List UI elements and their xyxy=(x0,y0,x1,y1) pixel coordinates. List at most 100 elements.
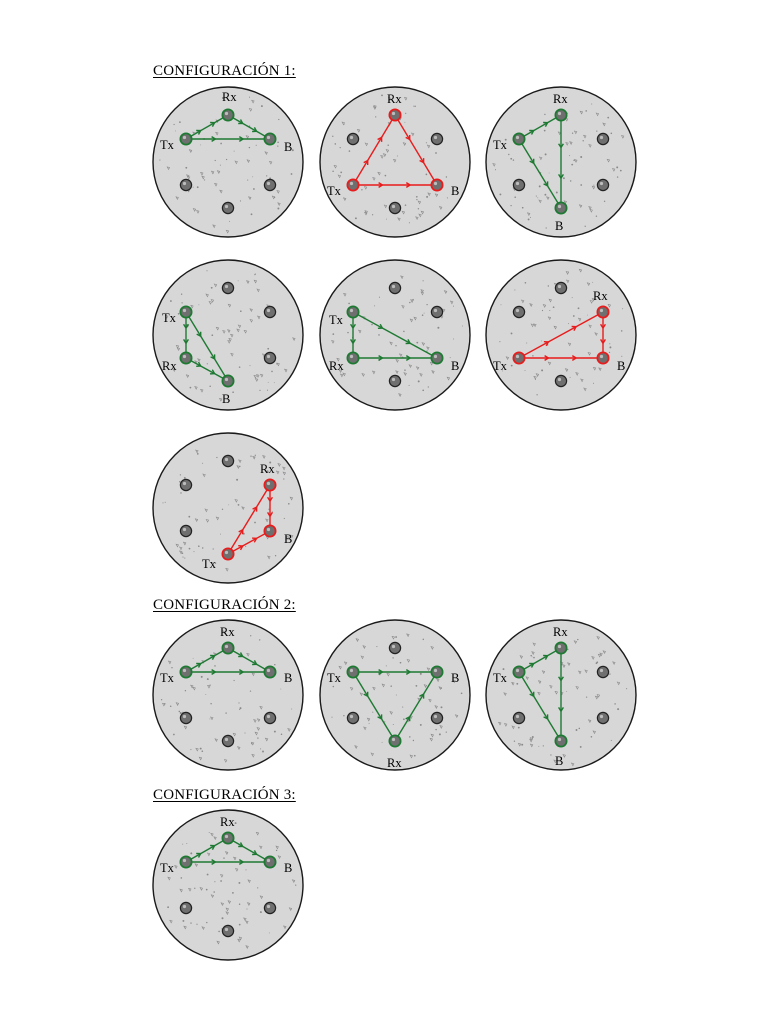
rebar-icon xyxy=(388,281,402,295)
arrow-icon xyxy=(238,859,245,865)
rebar-icon xyxy=(221,734,235,748)
rebar-highlight xyxy=(224,457,229,462)
rebar-icon xyxy=(221,641,235,655)
rebar-highlight xyxy=(182,904,187,909)
arrow-icon xyxy=(377,136,383,142)
signal-paths xyxy=(352,669,438,742)
rebar-icon xyxy=(388,374,402,388)
arrow-icon xyxy=(210,121,216,127)
signal-path xyxy=(518,311,604,359)
signal-path xyxy=(518,114,562,140)
rebar-highlight xyxy=(433,354,438,359)
label-b: B xyxy=(555,219,563,233)
rebar-highlight xyxy=(182,668,187,673)
signal-path xyxy=(352,671,396,742)
rebar-icon xyxy=(263,711,277,725)
rebar-icon xyxy=(179,132,193,146)
rebar-highlight xyxy=(515,135,520,140)
signal-path xyxy=(394,671,438,742)
signal-paths xyxy=(185,837,271,865)
rebar-highlight xyxy=(515,308,520,313)
arrow-icon xyxy=(405,135,411,141)
rebar-highlight xyxy=(433,668,438,673)
rebar-highlight xyxy=(599,354,604,359)
label-rx: Rx xyxy=(387,92,402,106)
label-b: B xyxy=(284,140,292,154)
rebar-icon xyxy=(554,374,568,388)
arrow-icon xyxy=(558,707,564,713)
arrow-icon xyxy=(543,654,549,660)
label-rx: Rx xyxy=(220,625,235,639)
arrow-icon xyxy=(196,129,202,135)
arrow-icon xyxy=(558,676,564,682)
arrow-icon xyxy=(196,852,202,858)
arrow-icon xyxy=(405,669,412,675)
rebar-highlight xyxy=(599,135,604,140)
rebar-highlight xyxy=(349,135,354,140)
signal-paths xyxy=(350,311,438,361)
concrete-texture xyxy=(499,268,624,396)
signal-paths xyxy=(352,114,438,188)
label-tx: Tx xyxy=(160,671,175,685)
rebar-icon xyxy=(263,351,277,365)
rebar-icon xyxy=(512,351,526,365)
label-rx: Rx xyxy=(162,359,177,373)
rebar-icon xyxy=(179,665,193,679)
signal-paths xyxy=(227,484,273,555)
rebar-highlight xyxy=(391,644,396,649)
rebar-highlight xyxy=(182,858,187,863)
arrow-icon xyxy=(238,669,245,675)
arrow-icon xyxy=(405,715,411,722)
rebar-icon xyxy=(263,524,277,538)
rebar-icon xyxy=(221,924,235,938)
concrete-texture xyxy=(167,822,297,949)
rebar-highlight xyxy=(391,204,396,209)
rebar-highlight xyxy=(266,714,271,719)
rebar-icon xyxy=(179,178,193,192)
rebar-highlight xyxy=(515,354,520,359)
arrow-icon xyxy=(238,842,244,848)
rebar-highlight xyxy=(557,111,562,116)
rebar-highlight xyxy=(433,308,438,313)
rebar-highlight xyxy=(182,527,187,532)
rebar-icon xyxy=(346,305,360,319)
arrow-icon xyxy=(350,323,356,330)
label-b: B xyxy=(284,671,292,685)
arrow-icon xyxy=(211,669,217,675)
rebar-icon xyxy=(179,524,193,538)
arrow-icon xyxy=(196,361,202,367)
signal-path xyxy=(185,357,229,382)
rebar-icon xyxy=(221,108,235,122)
rebar-icon xyxy=(430,665,444,679)
label-tx: Tx xyxy=(493,671,508,685)
rebar-highlight xyxy=(433,714,438,719)
rebar-icon xyxy=(388,734,402,748)
rebar-highlight xyxy=(349,668,354,673)
concrete-texture xyxy=(164,270,296,402)
label-b: B xyxy=(617,359,625,373)
arrow-icon xyxy=(196,662,202,668)
label-tx: Tx xyxy=(493,138,508,152)
label-tx: Tx xyxy=(202,557,217,571)
arrow-icon xyxy=(267,496,273,503)
label-tx: Tx xyxy=(327,184,342,198)
arrow-icon xyxy=(543,714,549,721)
signal-path xyxy=(227,647,271,673)
label-rx: Rx xyxy=(553,92,568,106)
rebar-icon xyxy=(179,855,193,869)
rebar-highlight xyxy=(433,181,438,186)
concrete-disc xyxy=(152,809,304,961)
label-b: B xyxy=(555,754,563,768)
rebar-highlight xyxy=(224,377,229,382)
rebar-highlight xyxy=(182,181,187,186)
rebar-icon xyxy=(512,178,526,192)
arrow-icon xyxy=(183,323,189,330)
rebar-icon xyxy=(221,374,235,388)
rebar-icon xyxy=(554,734,568,748)
arrow-icon xyxy=(600,339,606,345)
rebar-highlight xyxy=(557,204,562,209)
arrow-icon xyxy=(571,355,578,361)
